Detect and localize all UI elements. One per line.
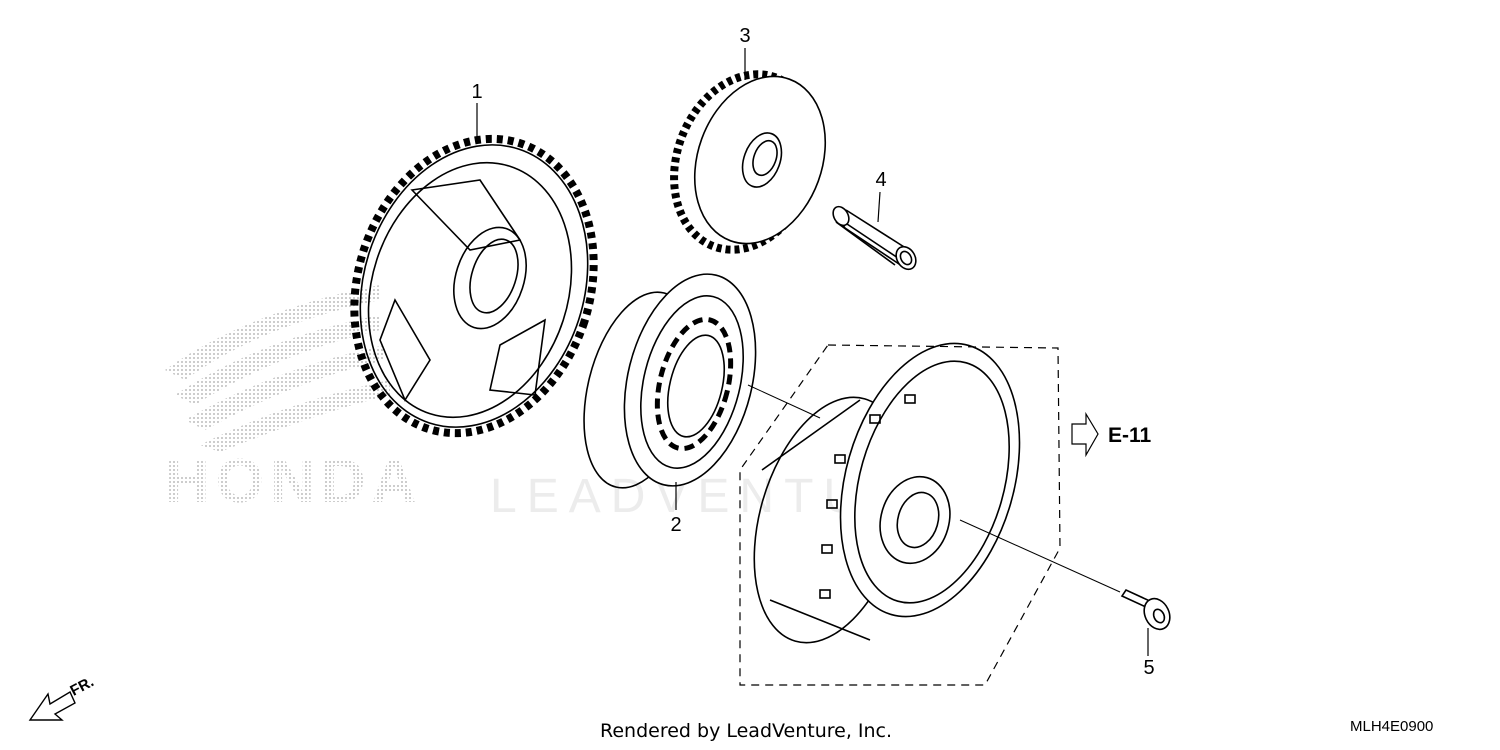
part-1-starter-driven-gear[interactable]: [317, 107, 630, 464]
reference-arrow-icon: [1071, 411, 1099, 458]
callout-4[interactable]: 4: [875, 169, 887, 191]
callout-5[interactable]: 5: [1143, 657, 1155, 679]
assembly-outline: [739, 344, 1061, 686]
flywheel-assembly[interactable]: [728, 322, 1049, 660]
leader-lines: [476, 48, 1149, 656]
part-5-bolt[interactable]: [1120, 588, 1175, 634]
assembly-axis-lines: [747, 384, 1121, 593]
callout-1[interactable]: 1: [471, 81, 483, 103]
callout-2[interactable]: 2: [670, 514, 682, 536]
diagram-code: MLH4E0900: [1350, 718, 1434, 735]
front-arrow-icon: [28, 690, 76, 721]
callout-3[interactable]: 3: [739, 25, 751, 47]
part-2-one-way-clutch[interactable]: [565, 260, 776, 500]
honda-logo-watermark: HONDA: [165, 447, 422, 516]
footer-credit: Rendered by LeadVenture, Inc.: [600, 720, 893, 742]
part-3-idle-gear[interactable]: [650, 54, 847, 270]
honda-wing-watermark: [165, 285, 390, 452]
part-4-idle-gear-shaft[interactable]: [830, 204, 920, 273]
reference-label[interactable]: E-11: [1108, 424, 1152, 447]
